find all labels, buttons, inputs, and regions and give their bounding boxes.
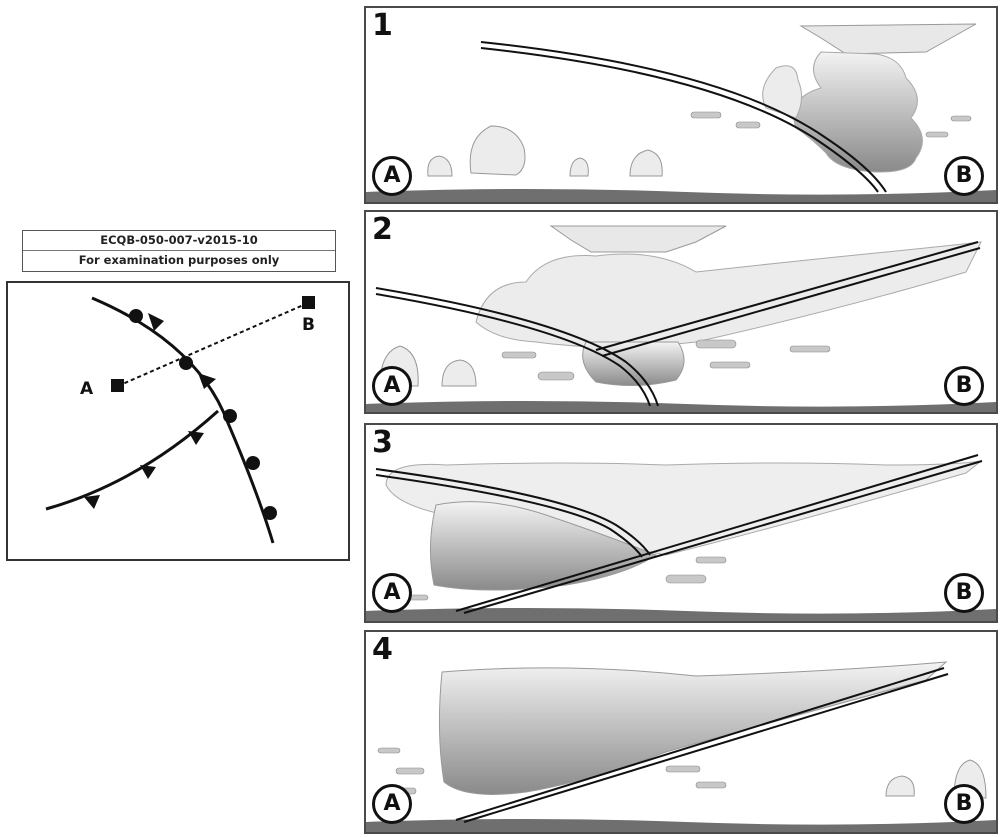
occluded-front-surface [455,667,945,821]
panel-4-drawing [366,661,996,832]
stratus-layer [475,241,982,348]
cumulus-cloud-small [427,155,453,177]
front-map-drawing [45,296,315,544]
panel-4-number: 4 [372,632,393,667]
panel-4-label-a: A [372,784,412,824]
cumulus-tower [762,65,802,119]
map-label-b: B [302,315,315,335]
cross-section-panel-3: 3 A B [364,423,998,623]
cold-front-surface [480,41,887,193]
exam-header: ECQB-050-007-v2015-10 For examination pu… [22,230,336,272]
cold-front-line [45,409,220,511]
occlusion-upper-surface [375,468,651,556]
panel-2-number: 2 [372,212,393,247]
panel-2-label-b: B [944,366,984,406]
ground [366,401,996,412]
cross-section-panel-4: 4 A B [364,630,998,834]
panel-1-number: 1 [372,8,393,43]
ground [366,819,996,832]
occluded-front-line [91,296,275,544]
cold-front-symbols [84,313,216,509]
panel-1-label-b: B [944,156,984,196]
panel-2-label-a: A [372,366,412,406]
cross-section-panel-1: 1 A B [364,6,998,204]
exam-code: ECQB-050-007-v2015-10 [100,233,258,247]
stratus-strips [690,111,972,138]
stratus-strips [377,747,727,795]
panel-1-label-a: A [372,156,412,196]
panel-2-drawing [366,225,996,412]
front-map: A B [6,281,350,561]
cross-section-panel-2: 2 A B [364,210,998,414]
stratus-strips [501,339,831,381]
cumulus-cloud-small [441,359,477,387]
cumulonimbus-cloud [793,51,923,173]
anvil-cloud [549,225,727,253]
cumulus-cloud-small [569,157,589,177]
warm-front-surface [455,454,979,612]
anvil-cloud [799,23,977,55]
nimbostratus-cloud [438,661,948,795]
exam-note: For examination purposes only [23,250,335,270]
cumulus-cloud [469,125,526,176]
cumulus-cloud-small [629,149,663,177]
panel-3-drawing [366,454,996,621]
cumulus-cloud-small [885,775,915,797]
panel-3-number: 3 [372,425,393,460]
point-a-marker [111,379,124,392]
panel-3-label-b: B [944,573,984,613]
route-line [117,302,309,387]
ground [366,608,996,621]
panel-1-drawing [366,23,996,202]
cold-front-surface [375,287,659,407]
warm-front-surface [595,241,979,351]
point-b-marker [302,296,315,309]
panel-3-label-a: A [372,573,412,613]
panel-4-label-b: B [944,784,984,824]
map-label-a: A [80,379,94,399]
warm-front-symbols [129,309,277,520]
ground [366,189,996,202]
